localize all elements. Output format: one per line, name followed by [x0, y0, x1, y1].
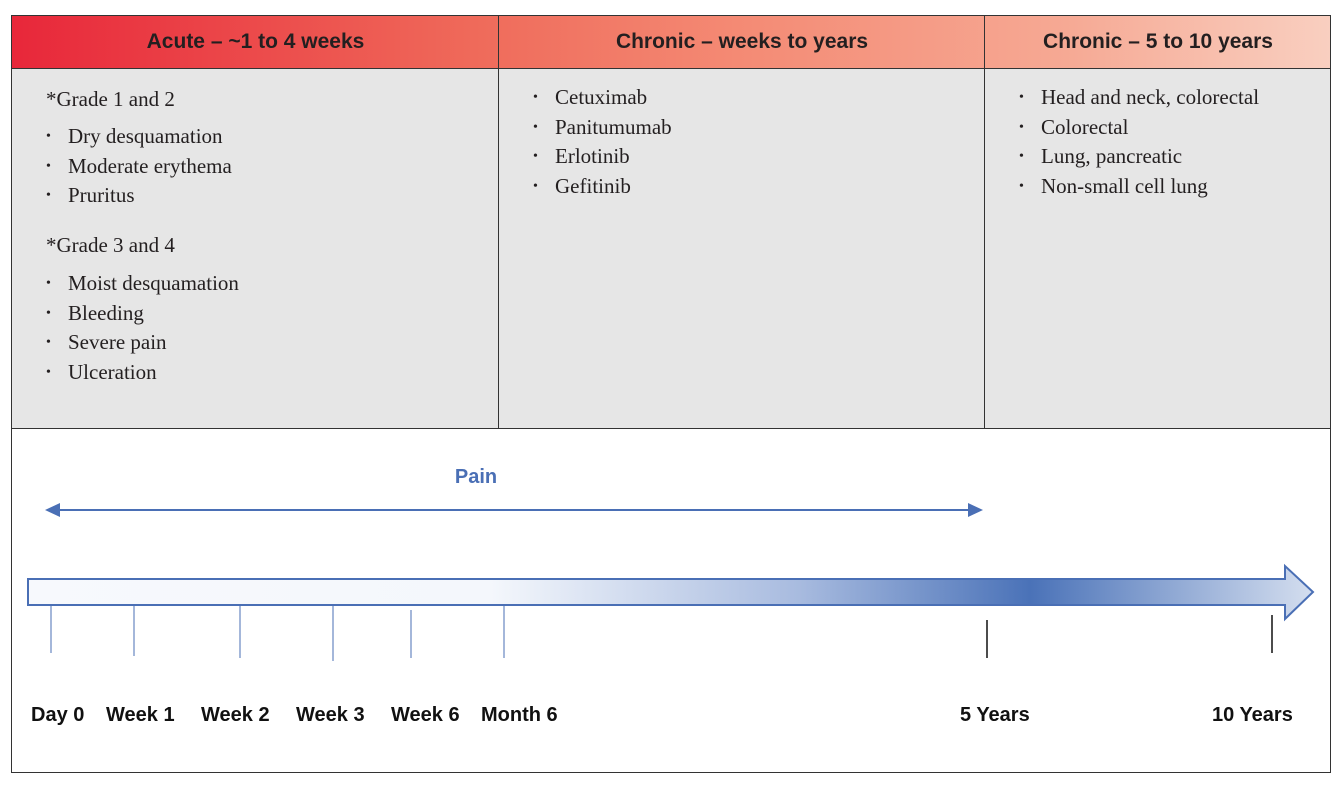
list-item: Erlotinib [533, 142, 672, 172]
label-week-1: Week 1 [106, 704, 175, 726]
label-day-0: Day 0 [31, 704, 85, 726]
label-week-6: Week 6 [391, 704, 460, 726]
chronic-weeks-column: Cetuximab Panitumumab Erlotinib Gefitini… [533, 83, 672, 202]
header-chronic-years: Chronic – 5 to 10 years [1043, 30, 1273, 53]
acute-column: *Grade 1 and 2 Dry desquamation Moderate… [46, 84, 239, 388]
list-item: Head and neck, colorectal [1019, 83, 1259, 113]
label-week-2: Week 2 [201, 704, 270, 726]
list-item: Gefitinib [533, 172, 672, 202]
label-5-years: 5 Years [960, 704, 1030, 726]
list-item: Ulceration [46, 358, 239, 388]
list-item: Lung, pancreatic [1019, 142, 1259, 172]
list-item: Moist desquamation [46, 269, 239, 299]
list-item: Panitumumab [533, 113, 672, 143]
label-month-6: Month 6 [481, 704, 558, 726]
list-item: Non-small cell lung [1019, 172, 1259, 202]
list-item: Moderate erythema [46, 152, 239, 182]
list-item: Severe pain [46, 328, 239, 358]
list-item: Bleeding [46, 299, 239, 329]
chronic-years-column: Head and neck, colorectal Colorectal Lun… [1019, 83, 1259, 202]
grade-heading: *Grade 3 and 4 [46, 233, 175, 258]
grade-heading: *Grade 1 and 2 [46, 87, 175, 111]
list-item: Colorectal [1019, 113, 1259, 143]
timeline-arrow [27, 563, 1315, 622]
list-item: Cetuximab [533, 83, 672, 113]
header-row: Acute – ~1 to 4 weeks Chronic – weeks to… [11, 15, 1331, 69]
header-acute: Acute – ~1 to 4 weeks [146, 30, 365, 53]
column-divider [984, 15, 985, 429]
label-10-years: 10 Years [1212, 704, 1293, 726]
label-week-3: Week 3 [296, 704, 365, 726]
pain-arrow [45, 503, 983, 517]
column-divider [498, 15, 499, 429]
header-chronic-weeks: Chronic – weeks to years [615, 30, 869, 53]
list-item: Pruritus [46, 181, 239, 211]
list-item: Dry desquamation [46, 122, 239, 152]
pain-label: Pain [454, 466, 498, 488]
